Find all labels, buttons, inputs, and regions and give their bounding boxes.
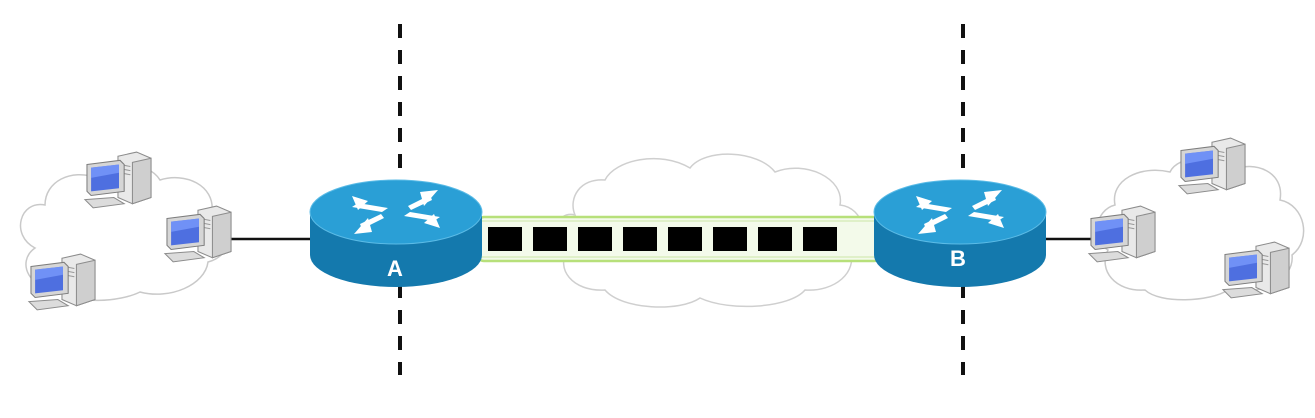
packet-queue [488,227,837,251]
host-computer-icon[interactable] [1178,137,1246,195]
packet [758,227,792,251]
router-a-label: A [387,256,403,281]
router-b-label: B [950,246,966,271]
router-a[interactable]: A [309,179,483,287]
router-arrows-icon [352,190,440,234]
packet [488,227,522,251]
packet [623,227,657,251]
router-arrows-icon [916,190,1004,234]
packet [668,227,702,251]
packet [578,227,612,251]
host-computer-icon[interactable] [1088,205,1156,263]
router-b[interactable]: B [873,179,1047,287]
packet [713,227,747,251]
packet [803,227,837,251]
packet [533,227,567,251]
host-computer-icon[interactable] [84,151,152,209]
